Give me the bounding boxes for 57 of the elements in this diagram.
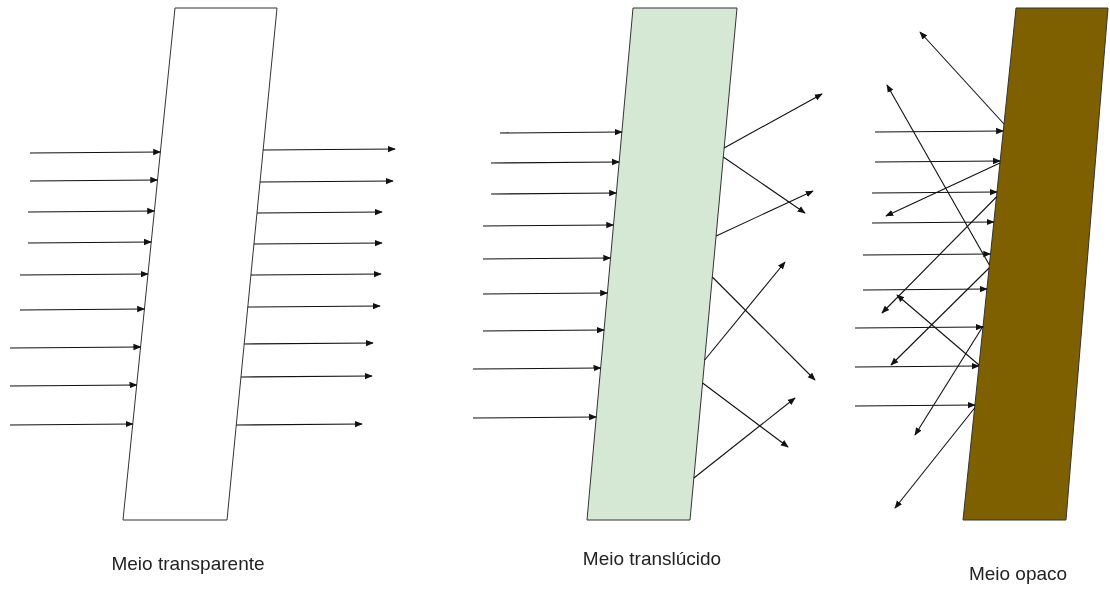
node-label: Meio translúcido (582, 548, 722, 570)
light-ray-arrow (885, 162, 1001, 217)
light-ray-arrow (854, 323, 984, 331)
light-ray-arrow (256, 208, 383, 216)
light-ray-arrow (490, 189, 618, 197)
light-ray-arrow (235, 420, 363, 428)
light-ray-arrow (702, 382, 789, 448)
light-ray-arrow (262, 145, 396, 153)
light-ray-arrow (914, 325, 984, 436)
medium-slab (962, 7, 1109, 521)
light-ray-arrow (862, 250, 992, 258)
light-ray-arrow (896, 294, 980, 366)
light-ray-arrow (482, 289, 609, 297)
light-ray-arrow (862, 285, 988, 293)
light-ray-arrow (722, 156, 806, 214)
light-ray-arrow (693, 397, 796, 479)
light-ray-arrow (240, 372, 373, 380)
light-ray-arrow (704, 261, 786, 361)
node-label: Meio opaco (968, 563, 1068, 585)
light-ray-arrow (854, 362, 980, 370)
light-ray-arrow (874, 157, 1001, 165)
light-ray-arrow (711, 276, 816, 381)
light-ray-arrow (874, 127, 1005, 135)
light-ray-arrow (27, 207, 156, 215)
light-ray-arrow (894, 407, 976, 509)
light-ray-arrow (29, 176, 159, 184)
light-ray-arrow (247, 302, 381, 310)
light-ray-arrow (723, 93, 823, 149)
node-label: Meio transparente (111, 553, 265, 575)
light-ray-arrow (890, 267, 990, 366)
light-ray-arrow (919, 31, 1005, 125)
light-ray-arrow (881, 196, 997, 314)
light-ray-arrow (259, 177, 394, 185)
light-ray-arrow (250, 270, 382, 278)
light-ray-arrow (472, 364, 602, 372)
light-ray-arrow (19, 305, 146, 313)
light-ray-arrow (854, 401, 976, 409)
light-ray-arrow (9, 381, 138, 389)
light-ray-arrow (871, 188, 998, 196)
light-ray-arrow (253, 239, 383, 247)
light-ray-arrow (9, 343, 142, 351)
medium-slab (122, 7, 278, 521)
light-ray-arrow (9, 420, 134, 428)
light-ray-arrow (490, 158, 620, 166)
light-ray-arrow (19, 270, 149, 278)
medium-slab (586, 7, 738, 521)
light-ray-arrow (482, 221, 615, 229)
light-ray-arrow (29, 148, 162, 156)
light-ray-arrow (243, 339, 374, 347)
light-ray-arrow (886, 84, 990, 266)
light-ray-arrow (715, 190, 814, 237)
light-ray-arrow (482, 254, 612, 262)
light-ray-arrow (499, 128, 623, 136)
light-ray-arrow (482, 326, 605, 334)
light-ray-arrow (472, 413, 598, 421)
light-ray-arrow (871, 218, 995, 226)
light-ray-arrow (27, 238, 152, 246)
